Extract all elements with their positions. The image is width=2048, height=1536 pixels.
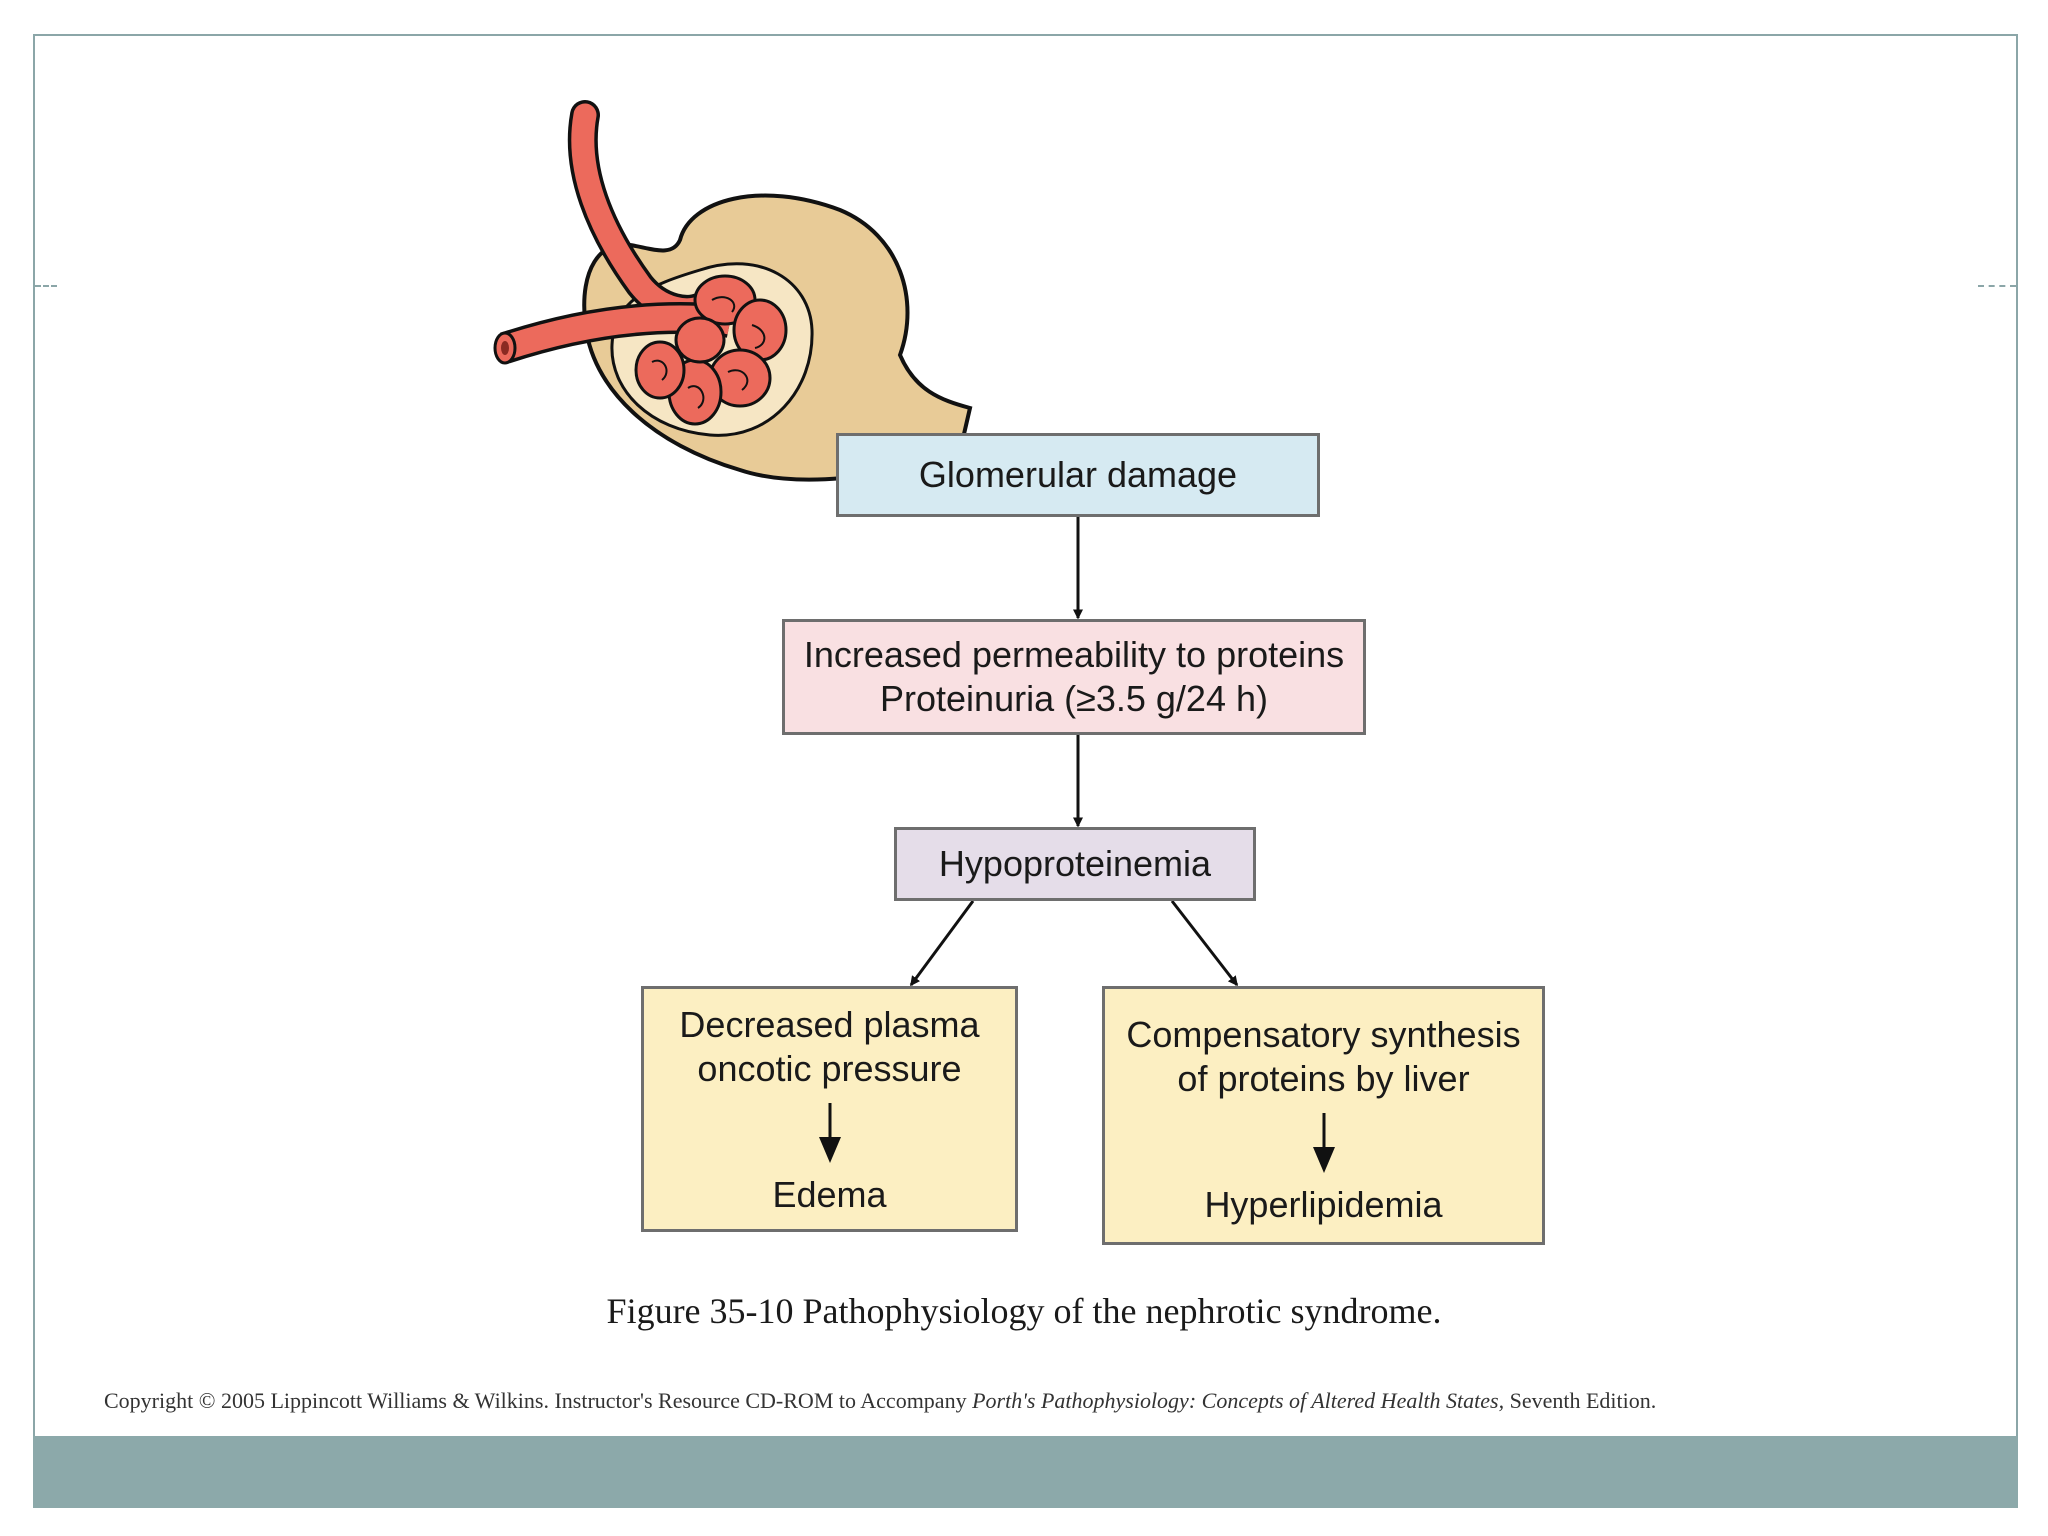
node-glomerular-damage: Glomerular damage bbox=[836, 433, 1320, 517]
node-permeability-line1: Increased permeability to proteins bbox=[803, 634, 1345, 675]
down-arrow-icon bbox=[1312, 1113, 1335, 1173]
node-hypoproteinemia-label: Hypoproteinemia bbox=[938, 843, 1212, 884]
node-glomerular-damage-label: Glomerular damage bbox=[918, 454, 1238, 495]
copyright-suffix: Seventh Edition. bbox=[1504, 1388, 1657, 1413]
flow-arrows bbox=[909, 517, 1239, 987]
figure-caption: Figure 35-10 Pathophysiology of the neph… bbox=[606, 1291, 1442, 1331]
slide-frame bbox=[33, 34, 2018, 1508]
node-permeability: Increased permeability to proteins Prote… bbox=[782, 619, 1366, 735]
node-hypoproteinemia: Hypoproteinemia bbox=[894, 827, 1256, 901]
node-hyperlipidemia-line1: Compensatory synthesis bbox=[1126, 1014, 1521, 1055]
node-hyperlipidemia-line2: of proteins by liver bbox=[1177, 1058, 1470, 1099]
node-edema: Decreased plasma oncotic pressure Edema bbox=[641, 986, 1018, 1232]
right-edge-dash bbox=[1978, 285, 2016, 287]
capillary-tuft bbox=[634, 274, 788, 426]
arrow-hypoproteinemia-to-hyperlipidemia bbox=[1170, 900, 1239, 987]
copyright-line: Copyright © 2005 Lippincott Williams & W… bbox=[104, 1388, 1656, 1414]
node-permeability-line2: Proteinuria (≥3.5 g/24 h) bbox=[880, 678, 1268, 719]
node-edema-result: Edema bbox=[772, 1174, 887, 1215]
node-hyperlipidemia-result: Hyperlipidemia bbox=[1204, 1184, 1443, 1225]
copyright-book-title: Porth's Pathophysiology: Concepts of Alt… bbox=[972, 1388, 1505, 1413]
copyright-prefix: Copyright © 2005 Lippincott Williams & W… bbox=[104, 1388, 973, 1413]
arrow-hypoproteinemia-to-edema bbox=[909, 900, 975, 987]
node-edema-line2: oncotic pressure bbox=[697, 1048, 962, 1089]
glomerulus-illustration bbox=[493, 100, 973, 482]
node-hyperlipidemia: Compensatory synthesis of proteins by li… bbox=[1102, 986, 1545, 1245]
down-arrow-icon bbox=[818, 1103, 841, 1163]
node-edema-line1: Decreased plasma bbox=[679, 1004, 980, 1045]
footer-band bbox=[33, 1436, 2018, 1508]
left-edge-dash bbox=[35, 285, 57, 287]
